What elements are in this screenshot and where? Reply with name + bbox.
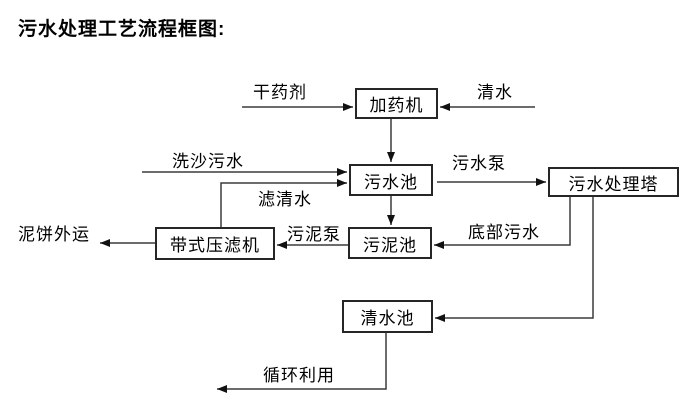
node-sewage-pool: 污水池: [349, 164, 433, 196]
arrow-bottom-sewage-to-sludge-pool: [434, 197, 571, 249]
node-clean-water-pool: 清水池: [342, 300, 433, 333]
edge-label-bottom-sewage: 底部污水: [468, 223, 540, 242]
edge-label-sludge-pump: 污泥泵: [287, 225, 341, 244]
node-sludge-pool: 污泥池: [348, 227, 432, 259]
edge-label-mud-cake-out: 泥饼外运: [18, 225, 90, 244]
edge-label-recycle-use: 循环利用: [263, 366, 335, 385]
arrow-filtered-water-to-sewage-pool: [220, 179, 347, 227]
edge-label-clean-water: 清水: [477, 83, 513, 102]
node-belt-filter-press: 带式压滤机: [155, 227, 275, 260]
page-title: 污水处理工艺流程框图:: [18, 19, 226, 40]
edge-label-sewage-pump: 污水泵: [452, 154, 506, 173]
edge-label-sand-washing-sewage: 洗沙污水: [172, 152, 244, 171]
arrow-recycle-out: [217, 333, 387, 393]
arrow-tower-to-clean-pool: [435, 197, 594, 322]
node-dosing-machine: 加药机: [355, 88, 438, 119]
edge-label-dry-agent: 干药剂: [253, 83, 307, 102]
edge-label-filtered-water: 滤清水: [258, 190, 312, 209]
node-treatment-tower: 污水处理塔: [548, 167, 679, 197]
